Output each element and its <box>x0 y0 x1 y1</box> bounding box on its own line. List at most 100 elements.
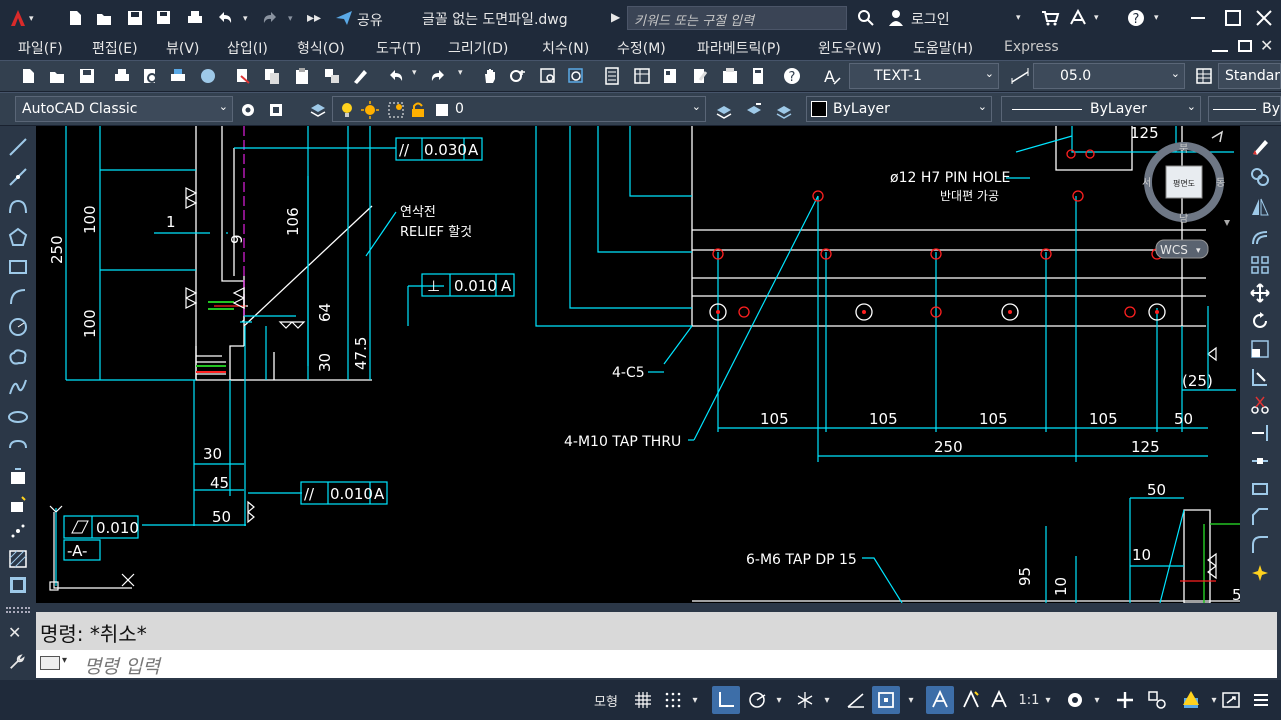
ellipse-arc-icon[interactable] <box>0 432 36 462</box>
tb-paste-icon[interactable] <box>290 64 314 88</box>
scale-chevron-icon[interactable]: ▾ <box>1045 694 1051 706</box>
polygon-icon[interactable] <box>0 222 36 252</box>
grid-icon[interactable] <box>630 686 656 714</box>
title-arrow-icon[interactable]: ▶ <box>611 10 621 24</box>
help-chevron-icon[interactable]: ▾ <box>1154 13 1159 23</box>
layer-viewport-icon[interactable] <box>384 98 408 122</box>
menu-file[interactable]: 파일(F) <box>18 41 63 57</box>
search-icon[interactable] <box>852 4 880 32</box>
tb-redo-chevron-icon[interactable]: ▾ <box>458 68 463 78</box>
layer-state-icon[interactable] <box>772 98 796 122</box>
help-icon[interactable]: ? <box>1122 4 1150 32</box>
login-label[interactable]: 로그인 <box>911 12 950 28</box>
point-icon[interactable] <box>0 516 36 546</box>
redo-icon[interactable] <box>256 4 284 32</box>
chamfer-icon[interactable] <box>1242 502 1278 532</box>
tb-markup-icon[interactable] <box>718 64 742 88</box>
tb-open-icon[interactable] <box>45 64 69 88</box>
workspace-gear-icon[interactable] <box>1062 686 1088 714</box>
arc-icon[interactable] <box>0 282 36 312</box>
plot-icon[interactable] <box>181 4 209 32</box>
command-input[interactable]: 명령 입력 <box>36 650 1277 678</box>
save-icon[interactable] <box>121 4 149 32</box>
minimize-icon[interactable] <box>1184 4 1212 32</box>
viewcube-face[interactable] <box>1165 165 1203 199</box>
ellipse-icon[interactable] <box>0 402 36 432</box>
linetype-select[interactable]: ByLayer⌄ <box>1001 96 1201 122</box>
doc-restore-icon[interactable] <box>1238 40 1252 52</box>
tb-copy-icon[interactable] <box>260 64 284 88</box>
drawing-canvas[interactable]: // 0.030 A ⊥ 0.010 A // 0.010 A 0.010 -A… <box>36 126 1240 603</box>
break-icon[interactable] <box>1242 446 1278 476</box>
hardware-acceleration-icon[interactable] <box>1178 686 1206 714</box>
open-icon[interactable] <box>90 4 118 32</box>
new-icon[interactable] <box>61 4 89 32</box>
offset-icon[interactable] <box>1242 222 1278 252</box>
clean-screen-icon[interactable] <box>1218 686 1244 714</box>
model-space-label[interactable]: 모형 <box>594 694 618 710</box>
circle-icon[interactable] <box>0 312 36 342</box>
menu-format[interactable]: 형식(O) <box>297 41 345 57</box>
layer-on-bulb-icon[interactable] <box>335 98 359 122</box>
autocad-logo-icon[interactable] <box>4 4 32 32</box>
doc-close-icon[interactable]: ✕ <box>1260 36 1274 55</box>
ortho-icon[interactable] <box>712 686 740 714</box>
command-recent-chevron-icon[interactable]: ▾ <box>62 655 68 666</box>
more-icon[interactable]: ▸▸ <box>306 10 322 26</box>
join-icon[interactable] <box>1242 474 1278 504</box>
tb-help-icon[interactable]: ? <box>780 64 804 88</box>
layer-plot-icon[interactable] <box>430 98 454 122</box>
undo-icon[interactable] <box>211 4 239 32</box>
viewcube[interactable]: 평면도 서 동 북 남 <box>1142 130 1230 226</box>
rotate-icon[interactable] <box>1242 306 1278 336</box>
layer-previous-icon[interactable] <box>742 98 766 122</box>
cart-icon[interactable] <box>1036 4 1064 32</box>
polyline-icon[interactable] <box>0 192 36 222</box>
close-icon[interactable] <box>1250 4 1278 32</box>
layer-thaw-sun-icon[interactable] <box>358 98 382 122</box>
erase-icon[interactable] <box>1242 132 1278 162</box>
menu-modify[interactable]: 수정(M) <box>617 41 666 57</box>
tb-new-icon[interactable] <box>16 64 40 88</box>
menu-tools[interactable]: 도구(T) <box>376 41 422 57</box>
workspace-select[interactable]: AutoCAD Classic⌄ <box>15 96 233 122</box>
make-block-icon[interactable] <box>0 490 36 520</box>
trim-icon[interactable] <box>1242 390 1278 420</box>
app-menu-chevron-icon[interactable]: ▾ <box>29 14 34 24</box>
snap-icon[interactable] <box>660 686 686 714</box>
menu-window[interactable]: 윈도우(W) <box>818 41 882 57</box>
share-label[interactable]: 공유 <box>357 13 383 29</box>
tb-match-prop-icon[interactable] <box>348 64 372 88</box>
hatch-icon[interactable] <box>0 544 36 574</box>
insert-block-icon[interactable] <box>0 462 36 492</box>
units-icon[interactable] <box>1144 686 1170 714</box>
tb-save-icon[interactable] <box>75 64 99 88</box>
auto-scale-icon[interactable] <box>958 686 984 714</box>
menu-dimension[interactable]: 치수(N) <box>542 41 590 57</box>
line-icon[interactable] <box>0 132 36 162</box>
viewcube-home-arrow-icon[interactable] <box>1211 130 1224 143</box>
annotation-scale-icon[interactable] <box>986 686 1012 714</box>
layer-select[interactable]: 0⌄ <box>332 96 706 122</box>
polar-chevron-icon[interactable]: ▾ <box>776 694 782 706</box>
plus-icon[interactable] <box>1112 686 1138 714</box>
explode-icon[interactable] <box>1242 558 1278 588</box>
customization-menu-icon[interactable] <box>1248 686 1274 714</box>
tb-block-icon[interactable] <box>320 64 344 88</box>
isodraft-chevron-icon[interactable]: ▾ <box>824 694 830 706</box>
text-style-select[interactable]: TEXT-1⌄ <box>849 63 999 89</box>
lineweight-select[interactable]: By <box>1208 96 1281 122</box>
tb-design-center-icon[interactable] <box>630 64 654 88</box>
tb-pan-icon[interactable] <box>478 64 502 88</box>
annotation-visibility-icon[interactable] <box>926 686 954 714</box>
maximize-icon[interactable] <box>1219 4 1247 32</box>
menu-insert[interactable]: 삽입(I) <box>227 41 268 57</box>
scale-icon[interactable] <box>1242 334 1278 364</box>
undo-chevron-icon[interactable]: ▾ <box>243 14 248 24</box>
tb-sheet-set-icon[interactable] <box>688 64 712 88</box>
make-current-layer-icon[interactable] <box>712 98 736 122</box>
redo-chevron-icon[interactable]: ▾ <box>288 14 293 24</box>
hardware-chevron-icon[interactable]: ▾ <box>1211 694 1217 706</box>
command-close-icon[interactable]: ✕ <box>8 623 22 642</box>
menu-draw[interactable]: 그리기(D) <box>448 41 509 57</box>
